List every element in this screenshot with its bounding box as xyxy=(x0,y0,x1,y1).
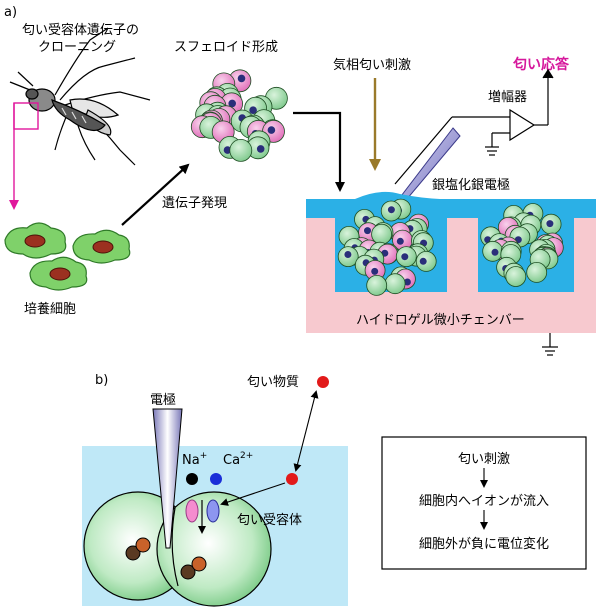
spheroid-nucleus xyxy=(249,106,257,114)
electrode-label: 銀塩化銀電極 xyxy=(432,177,510,193)
spheroid-to-chamber-arrow xyxy=(293,111,345,192)
spheroid-nucleus xyxy=(396,237,404,245)
nuclei-left xyxy=(125,537,151,561)
spheroid-cell xyxy=(526,261,548,283)
odorant-label: 匂い物質 xyxy=(247,375,299,390)
receptor-label: 匂い受容体 xyxy=(237,512,302,528)
gas-stimulus-label: 気相匂い刺激 xyxy=(333,57,411,73)
flow-step-1: 匂い刺激 xyxy=(458,452,510,467)
spheroid-in-well-1 xyxy=(337,198,437,296)
odorant-molecule-fluid xyxy=(286,473,298,485)
odorant-diffusion-arrow xyxy=(293,390,319,472)
spheroid-nucleus xyxy=(401,253,409,261)
mechanism-flow-box xyxy=(381,436,587,570)
mosquito-icon xyxy=(9,27,151,166)
flow-step-2: 細胞内へイオンが流入 xyxy=(419,493,549,509)
odorant-binding-arrow xyxy=(220,482,286,506)
nuclei-right xyxy=(180,556,207,580)
spheroid-cell xyxy=(505,266,527,287)
spheroid-nucleus xyxy=(223,146,232,154)
odor-receptor-channel xyxy=(185,499,220,523)
spheroid-cell xyxy=(384,273,406,295)
spheroid-nucleus xyxy=(256,145,265,153)
amplifier-icon xyxy=(394,68,554,185)
spheroid-nucleus xyxy=(228,99,236,108)
calcium-label: Ca2+ xyxy=(223,451,253,468)
sodium-label: Na+ xyxy=(182,451,207,468)
spheroid-nucleus xyxy=(491,248,499,256)
chamber-label: ハイドロゲル微小チェンバー xyxy=(356,313,525,328)
spheroid-in-well-2 xyxy=(480,203,564,287)
gene-expression-label: 遺伝子発現 xyxy=(162,196,227,211)
spheroid-nucleus xyxy=(371,267,379,275)
spheroid-nucleus xyxy=(387,206,395,214)
spheroid-cell xyxy=(229,138,253,162)
expression-arrow xyxy=(121,163,190,226)
flow-step-3: 細胞外が負に電位変化 xyxy=(419,536,549,552)
electrode-b xyxy=(152,408,183,549)
odor-response-label: 匂い応答 xyxy=(512,56,570,73)
spheroid-nucleus xyxy=(403,278,411,286)
amplifier-label: 増幅器 xyxy=(488,90,527,105)
electrode-b-label: 電極 xyxy=(150,392,176,408)
panel-b-label: b) xyxy=(95,373,108,388)
spheroid-cell xyxy=(366,274,388,296)
spheroid-nucleus xyxy=(344,251,352,258)
cloning-label-line2: クローニング xyxy=(38,40,116,55)
spheroid-nucleus xyxy=(419,257,427,265)
spheroid-nucleus xyxy=(364,227,371,235)
calcium-ion xyxy=(210,473,222,485)
odorant-molecule-outside xyxy=(317,376,329,388)
spheroid-nucleus xyxy=(267,126,276,134)
sodium-ion xyxy=(186,473,198,485)
cloning-label-line1: 匂い受容体遺伝子の xyxy=(22,22,139,38)
cultured-cells-label: 培養細胞 xyxy=(24,301,76,317)
spheroid-nucleus xyxy=(237,74,246,83)
cell-junction xyxy=(171,507,179,587)
cultured-cells-illustration xyxy=(4,222,131,291)
panel-a-label: a) xyxy=(4,5,17,20)
spheroid-nucleus xyxy=(546,220,554,228)
spheroid-formation-label: スフェロイド形成 xyxy=(174,40,278,55)
spheroid-illustration xyxy=(190,69,288,162)
